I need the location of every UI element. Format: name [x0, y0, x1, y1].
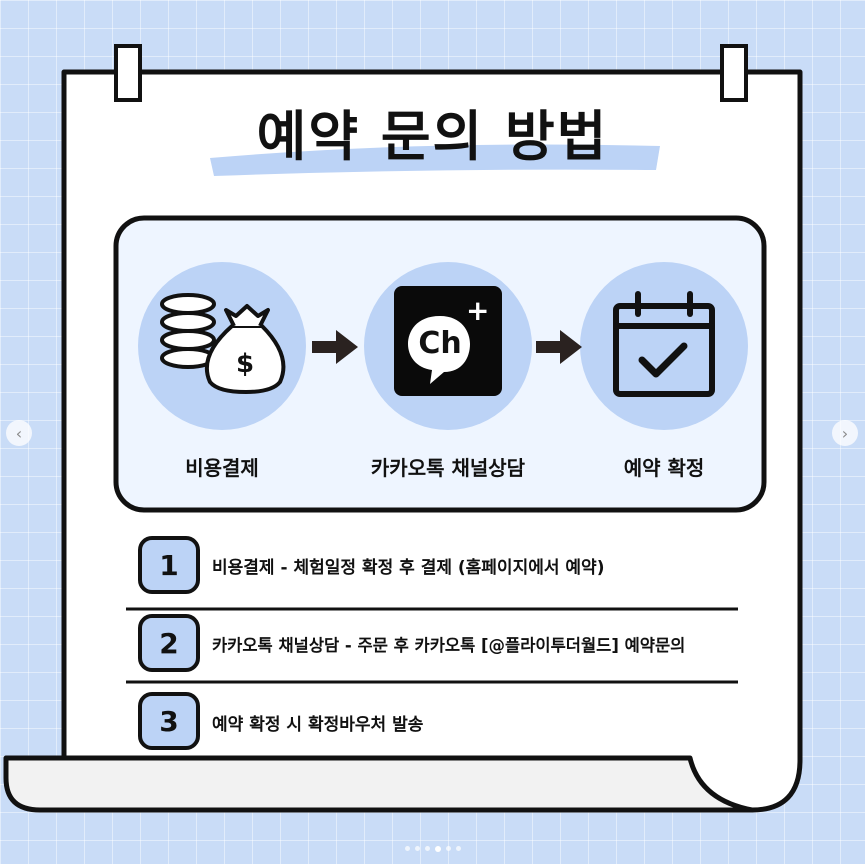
- prev-slide-button[interactable]: ‹: [6, 420, 32, 446]
- page-title: 예약 문의 방법: [256, 105, 609, 168]
- carousel-dot[interactable]: [445, 846, 451, 851]
- kakao-channel-badge: Ch: [418, 326, 462, 361]
- step-circle-confirm: [580, 262, 748, 430]
- step-number-box-3: [138, 692, 200, 750]
- svg-text:$: $: [236, 349, 254, 379]
- paper-curl: [3, 755, 755, 813]
- next-slide-button[interactable]: ›: [832, 420, 858, 446]
- clip-right: [720, 44, 748, 102]
- step-number-box-1: [138, 536, 200, 594]
- step-text-1: 비용결제 - 체험일정 확정 후 결제 (홈페이지에서 예약): [212, 558, 605, 578]
- arrow-icon: [536, 330, 582, 364]
- money-bag-icon: $: [160, 293, 286, 394]
- kakao-channel-plus: +: [466, 294, 490, 327]
- clip-left: [114, 44, 142, 102]
- step-number-2: 2: [159, 626, 179, 660]
- carousel-dot[interactable]: [424, 846, 430, 851]
- step-number-box-2: [138, 614, 200, 672]
- carousel-dot[interactable]: [414, 846, 420, 851]
- carousel-dot[interactable]: [455, 846, 461, 851]
- title-highlight: [210, 144, 660, 176]
- step-number-3: 3: [159, 704, 179, 738]
- speech-bubble: [408, 316, 470, 384]
- step-text-3: 예약 확정 시 확정바우처 발송: [212, 715, 424, 735]
- carousel-indicator: [0, 845, 865, 852]
- step-number-1: 1: [159, 548, 179, 582]
- carousel-dot[interactable]: [404, 846, 410, 851]
- carousel-dot[interactable]: [434, 845, 441, 852]
- arrow-icon: [312, 330, 358, 364]
- flow-label-confirm: 예약 확정: [623, 456, 705, 480]
- step-text-2: 카카오톡 채널상담 - 주문 후 카카오톡 [@플라이투더월드] 예약문의: [212, 636, 686, 655]
- flow-label-payment: 비용결제: [185, 456, 259, 480]
- flow-label-kakao: 카카오톡 채널상담: [370, 456, 526, 480]
- calendar-check-icon: [613, 291, 715, 397]
